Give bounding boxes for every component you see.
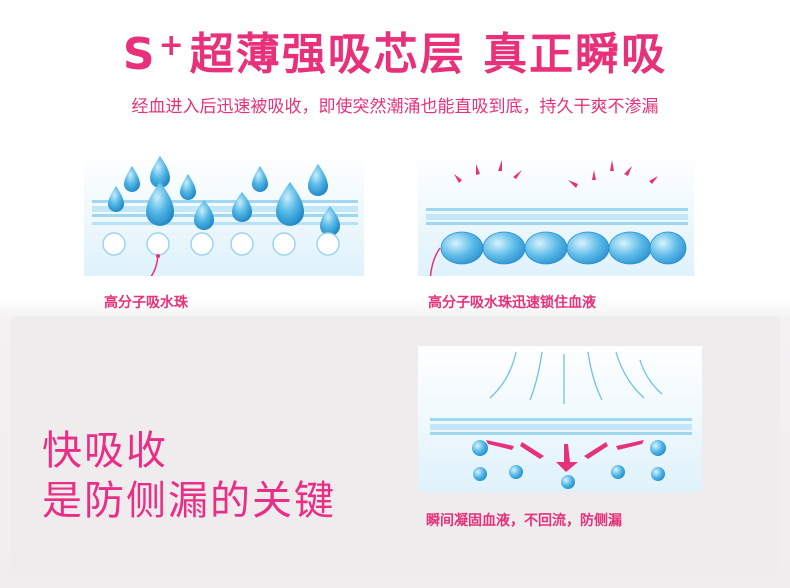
caption-gel: 瞬间凝固血液，不回流，防侧漏	[426, 513, 622, 529]
caption-beads-lock: 高分子吸水珠迅速锁住血液	[428, 295, 596, 311]
panel-drops	[84, 152, 364, 276]
panel-gel-lock	[418, 346, 702, 492]
caption-beads: 高分子吸水珠	[104, 295, 188, 311]
water-drop-icon	[108, 156, 340, 236]
brand-plus: +	[158, 28, 186, 63]
slogan-line-1: 快吸收	[42, 428, 168, 474]
slogan-line-2: 是防侧漏的关键	[42, 478, 336, 524]
flow-arrow-icon	[489, 351, 663, 404]
page-title: S+超薄强吸芯层 真正瞬吸	[0, 18, 790, 82]
page-subtitle: 经血进入后迅速被吸收，即使突然潮涌也能直吸到底，持久干爽不渗漏	[131, 97, 659, 117]
absorbent-bead-icon	[472, 440, 666, 489]
splash-mark-icon	[454, 160, 658, 188]
flow-arrow-icon	[486, 440, 644, 472]
absorbent-bead-icon	[440, 231, 687, 265]
panel-beads-swollen	[418, 152, 694, 276]
title-text: 超薄强吸芯层 真正瞬吸	[189, 29, 668, 80]
brand-letter: S	[122, 29, 157, 80]
